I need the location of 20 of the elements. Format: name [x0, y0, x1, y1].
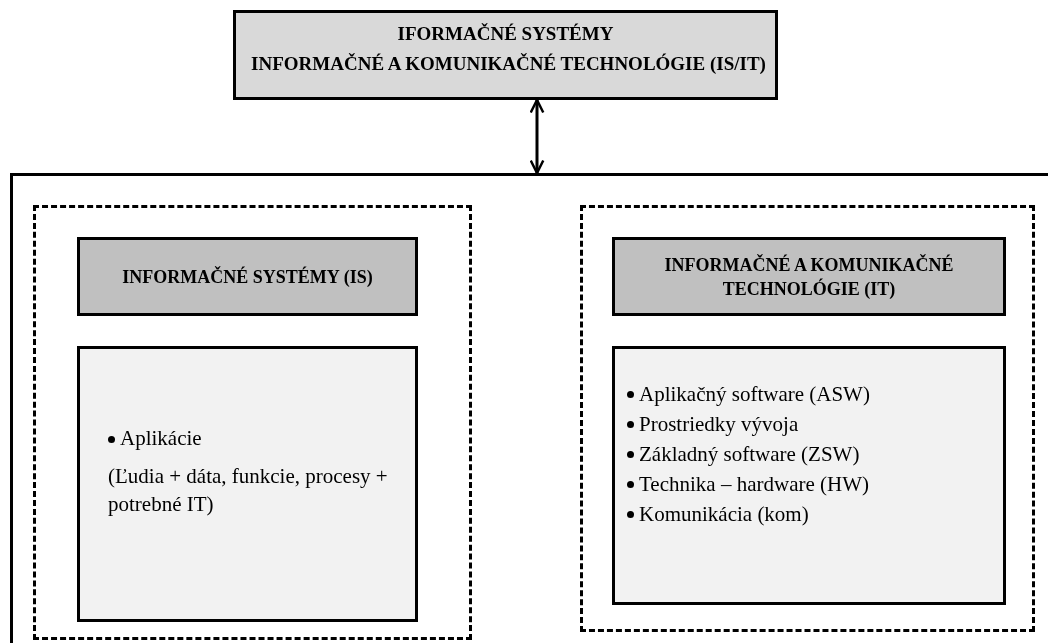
bullet-item: Komunikácia (kom) [639, 502, 809, 526]
header-box [612, 237, 1006, 316]
description-text: (Ľudia + dáta, funkcie, procesy + potrebné IT) [108, 463, 389, 518]
container-box [10, 173, 1048, 643]
heading-text: IFORMAČNÉ SYSTÉMY [396, 22, 615, 46]
title-box [233, 10, 778, 100]
bullet-item: Technika – hardware (HW) [639, 472, 869, 496]
content-box [612, 346, 1006, 605]
header-box [77, 237, 418, 316]
bullet-item: Prostriedky vývoja [639, 412, 799, 436]
dashed-group-box [580, 205, 1035, 632]
bullet-item: Základný software (ZSW) [639, 442, 860, 466]
bullet-item: Aplikácie [120, 426, 202, 450]
heading-text: INFORMAČNÉ A KOMUNIKAČNÉ TECHNOLÓGIE (IS/IT) [250, 52, 767, 76]
content-box [77, 346, 418, 622]
dashed-group-box [33, 205, 472, 640]
double-arrow [529, 98, 545, 175]
heading-text: INFORMAČNÉ A KOMUNIKAČNÉ TECHNOLÓGIE (IT) [663, 253, 955, 301]
heading-text: INFORMAČNÉ SYSTÉMY (IS) [121, 265, 374, 289]
bullet-item: Aplikačný software (ASW) [639, 382, 870, 406]
